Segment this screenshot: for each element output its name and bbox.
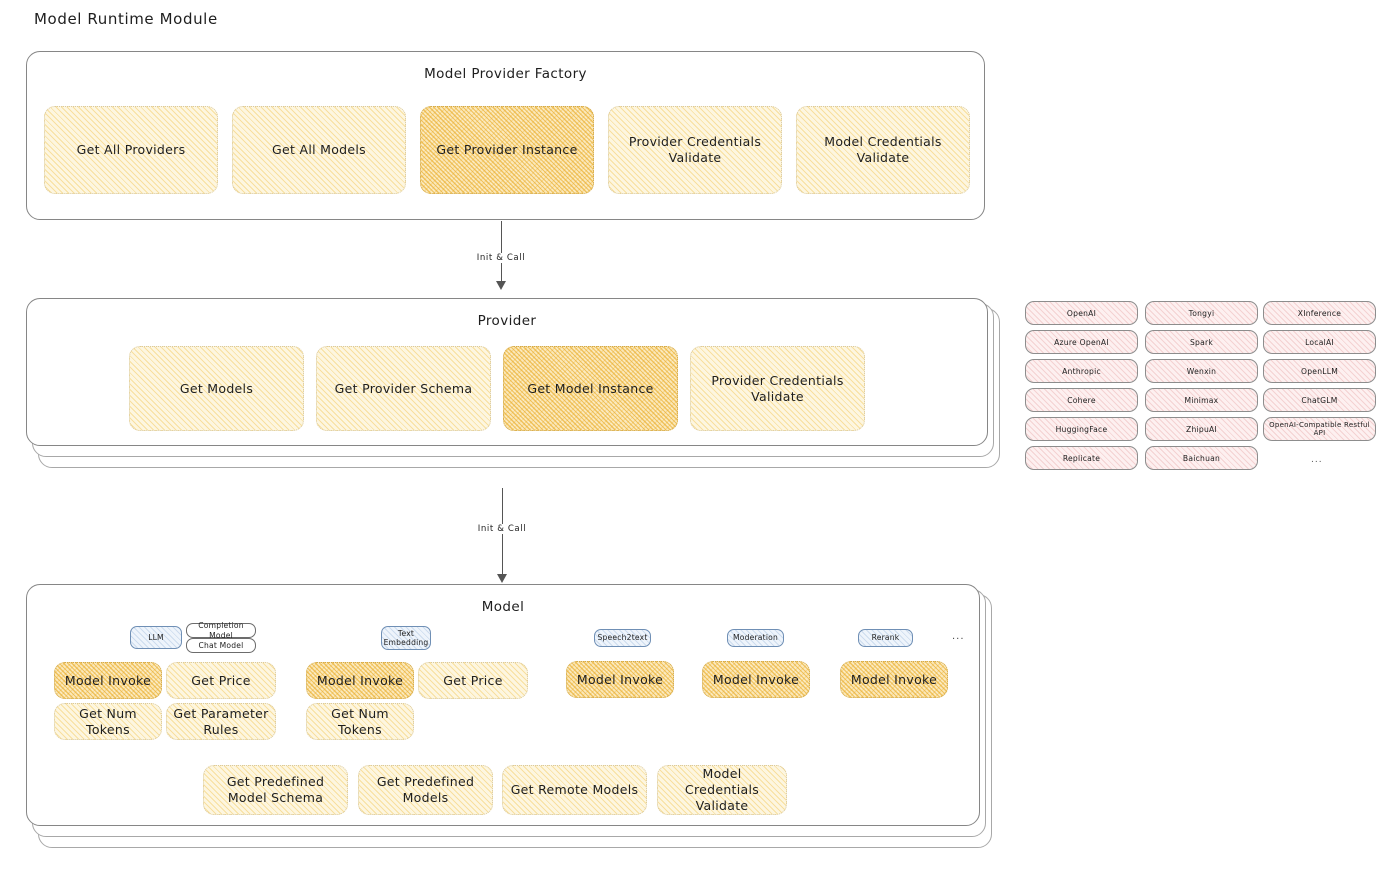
llm-method-get-num-tokens[interactable]: Get Num Tokens (54, 703, 162, 740)
provider-chip-replicate[interactable]: Replicate (1025, 446, 1138, 470)
model-type-badge-text-embedding[interactable]: Text Embedding (381, 626, 431, 650)
arrow-factory-to-provider-line (501, 221, 502, 283)
model-type-badge-speech2text[interactable]: Speech2text (594, 629, 651, 647)
provider-chip-xinference[interactable]: XInference (1263, 301, 1376, 325)
provider-list-ellipsis: ... (1311, 455, 1323, 465)
arrow-factory-to-provider-head (496, 281, 506, 290)
provider-node-get-provider-schema[interactable]: Get Provider Schema (316, 346, 491, 431)
provider-chip-anthropic[interactable]: Anthropic (1025, 359, 1138, 383)
factory-node-get-all-models[interactable]: Get All Models (232, 106, 406, 194)
arrow-factory-to-provider-label: Init & Call (472, 253, 530, 263)
provider-chip-huggingface[interactable]: HuggingFace (1025, 417, 1138, 441)
model-type-badge-llm[interactable]: LLM (130, 626, 182, 649)
provider-chip-cohere[interactable]: Cohere (1025, 388, 1138, 412)
provider-title: Provider (477, 313, 537, 329)
provider-node-get-model-instance[interactable]: Get Model Instance (503, 346, 678, 431)
provider-chip-zhipuai[interactable]: ZhipuAI (1145, 417, 1258, 441)
provider-chip-localai[interactable]: LocalAI (1263, 330, 1376, 354)
factory-node-model-credentials-validate[interactable]: Model Credentials Validate (796, 106, 970, 194)
model-subtype-badge-chat-model[interactable]: Chat Model (186, 638, 256, 653)
text-embedding-method-get-price[interactable]: Get Price (418, 662, 528, 699)
model-shared-method-get-predefined-model-schema[interactable]: Get Predefined Model Schema (203, 765, 348, 815)
model-types-ellipsis: ... (952, 631, 965, 642)
model-shared-method-get-predefined-models[interactable]: Get Predefined Models (358, 765, 493, 815)
provider-chip-chatglm[interactable]: ChatGLM (1263, 388, 1376, 412)
provider-chip-baichuan[interactable]: Baichuan (1145, 446, 1258, 470)
model-title: Model (481, 599, 525, 615)
model-type-badge-moderation[interactable]: Moderation (727, 629, 784, 647)
llm-method-model-invoke[interactable]: Model Invoke (54, 662, 162, 699)
provider-chip-tongyi[interactable]: Tongyi (1145, 301, 1258, 325)
model-subtype-badge-completion-model[interactable]: Completion Model (186, 621, 256, 640)
arrow-provider-to-model-label: Init & Call (473, 524, 531, 534)
provider-chip-spark[interactable]: Spark (1145, 330, 1258, 354)
speech2text-method-model-invoke[interactable]: Model Invoke (566, 661, 674, 698)
provider-chip-minimax[interactable]: Minimax (1145, 388, 1258, 412)
llm-method-get-price[interactable]: Get Price (166, 662, 276, 699)
factory-node-provider-credentials-validate[interactable]: Provider Credentials Validate (608, 106, 782, 194)
provider-chip-azure-openai[interactable]: Azure OpenAI (1025, 330, 1138, 354)
factory-node-get-provider-instance[interactable]: Get Provider Instance (420, 106, 594, 194)
page-title: Model Runtime Module (34, 10, 218, 28)
rerank-method-model-invoke[interactable]: Model Invoke (840, 661, 948, 698)
model-shared-method-model-credentials-validate[interactable]: Model Credentials Validate (657, 765, 787, 815)
provider-chip-openai[interactable]: OpenAI (1025, 301, 1138, 325)
text-embedding-method-model-invoke[interactable]: Model Invoke (306, 662, 414, 699)
text-embedding-method-get-num-tokens[interactable]: Get Num Tokens (306, 703, 414, 740)
arrow-provider-to-model-head (497, 574, 507, 583)
provider-chip-openai-compatible-restful-api[interactable]: OpenAI-Compatible Restful API (1263, 417, 1376, 441)
model-provider-factory-title: Model Provider Factory (424, 66, 587, 82)
provider-node-get-models[interactable]: Get Models (129, 346, 304, 431)
provider-node-provider-credentials-validate[interactable]: Provider Credentials Validate (690, 346, 865, 431)
model-shared-method-get-remote-models[interactable]: Get Remote Models (502, 765, 647, 815)
llm-method-get-parameter-rules[interactable]: Get Parameter Rules (166, 703, 276, 740)
model-type-badge-rerank[interactable]: Rerank (858, 629, 913, 647)
moderation-method-model-invoke[interactable]: Model Invoke (702, 661, 810, 698)
provider-chip-wenxin[interactable]: Wenxin (1145, 359, 1258, 383)
factory-node-get-all-providers[interactable]: Get All Providers (44, 106, 218, 194)
provider-chip-openllm[interactable]: OpenLLM (1263, 359, 1376, 383)
